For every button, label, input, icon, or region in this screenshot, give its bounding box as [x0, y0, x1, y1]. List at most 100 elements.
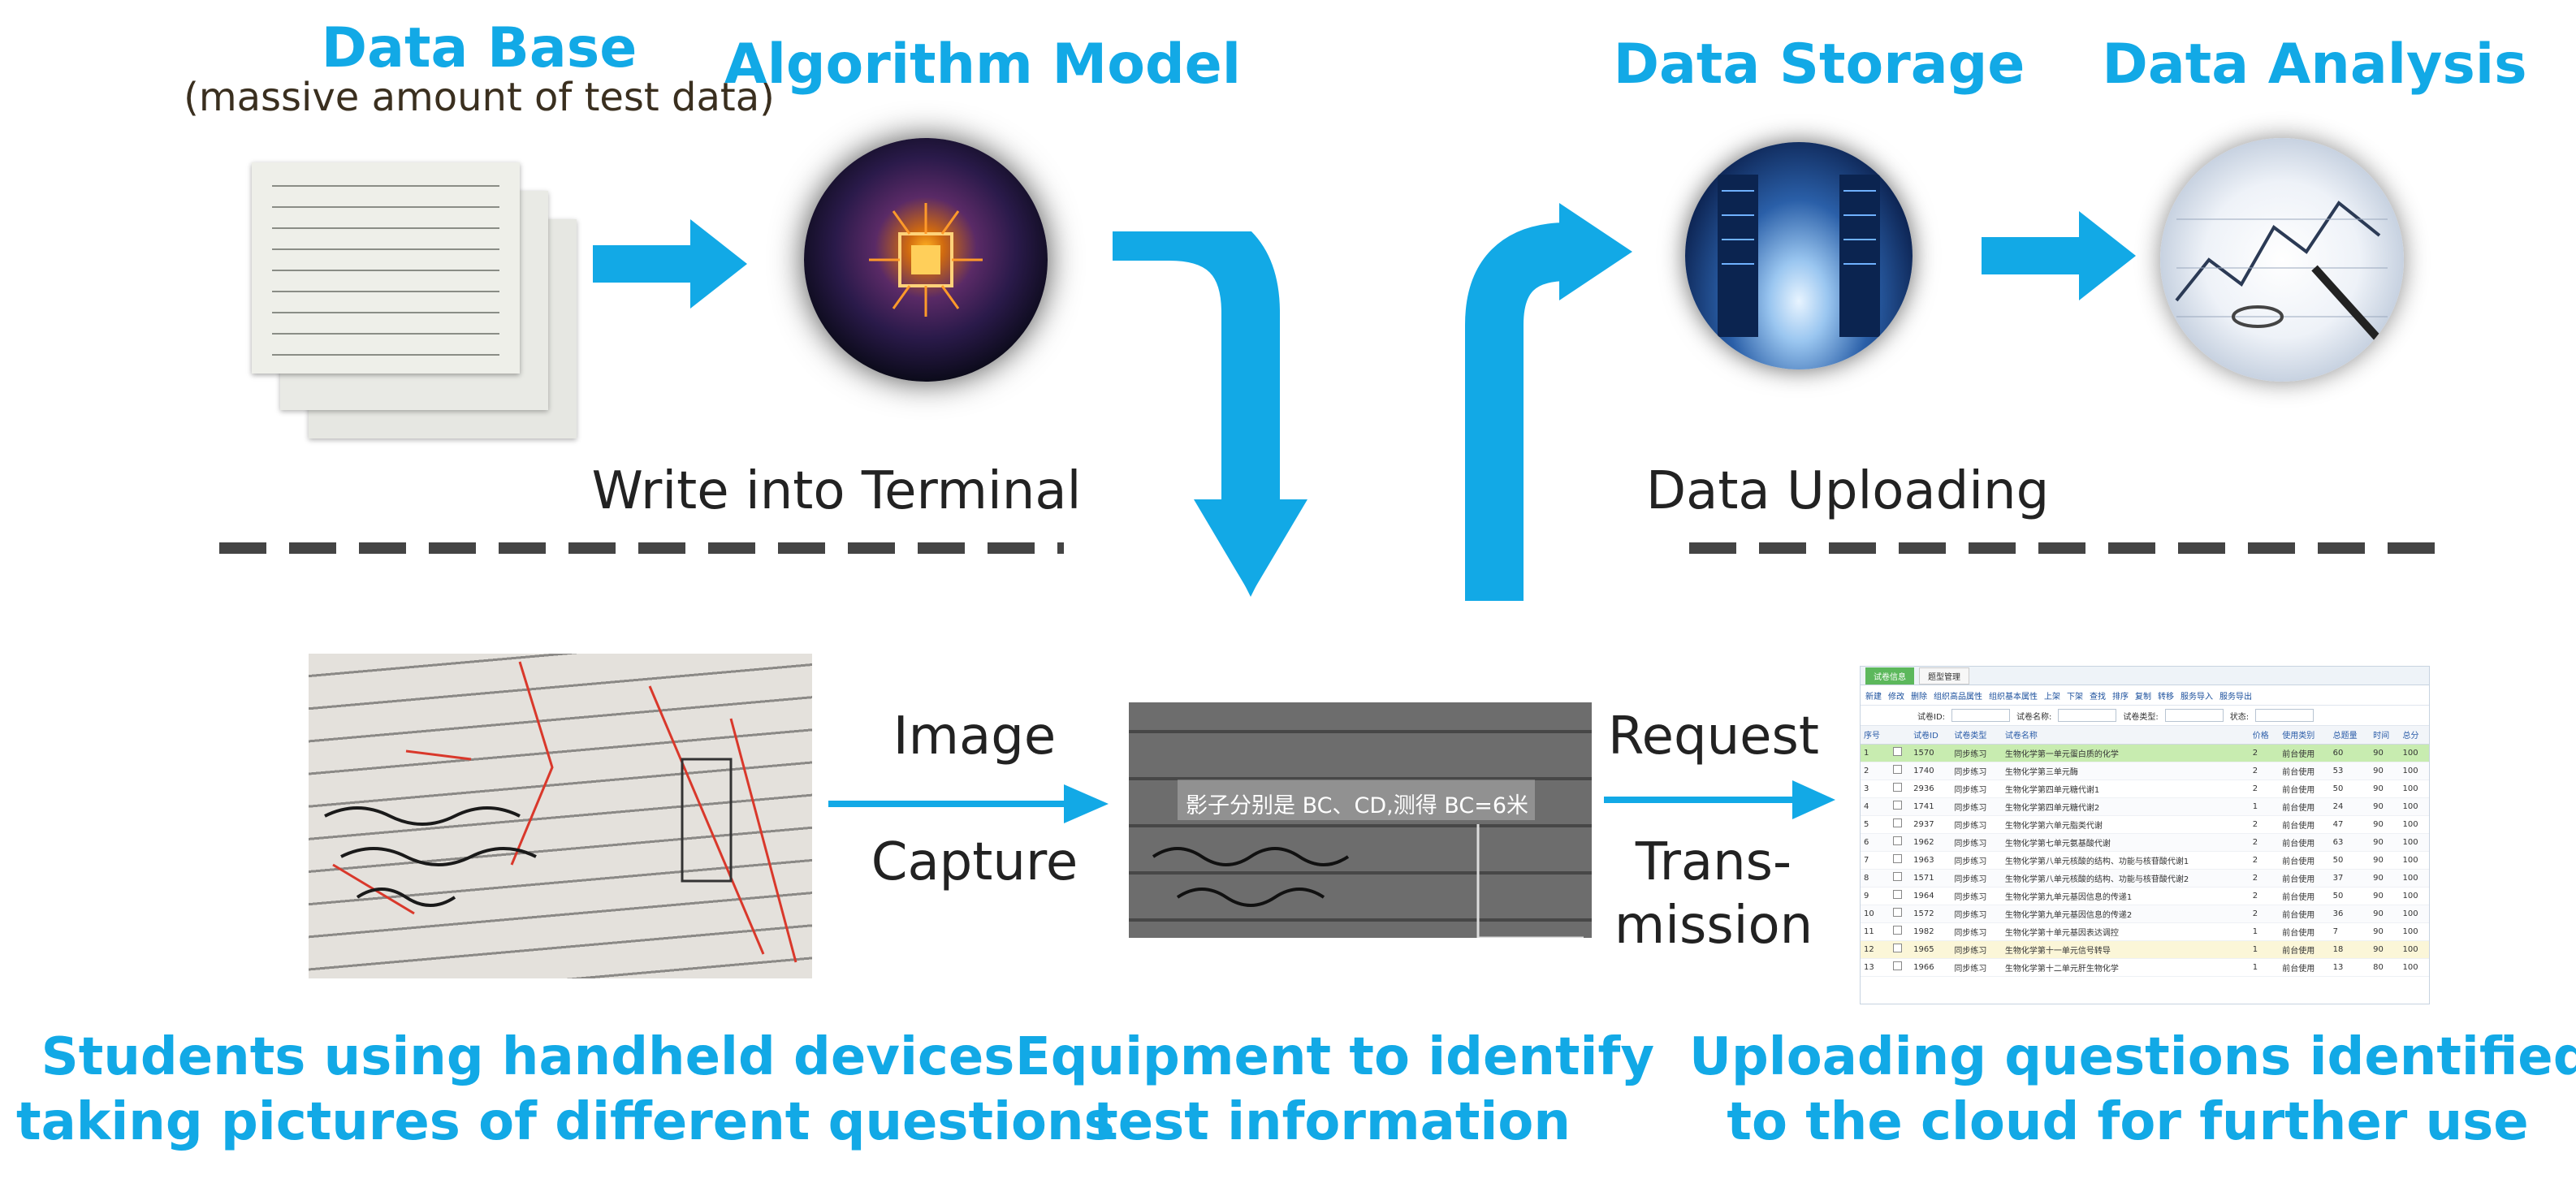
table-cell: 生物化学第六单元脂类代谢: [2001, 815, 2250, 834]
table-cell: 生物化学第三单元酶: [2001, 762, 2250, 780]
table-cell: 90: [2370, 744, 2400, 762]
column-header[interactable]: 序号: [1861, 726, 1891, 745]
table-cell: 100: [2399, 905, 2429, 923]
table-cell: 100: [2399, 922, 2429, 941]
toolbar-button[interactable]: 组织基本属性: [1989, 692, 2038, 702]
column-header[interactable]: [1890, 726, 1911, 745]
row-checkbox[interactable]: [1893, 890, 1903, 899]
toolbar-button[interactable]: 修改: [1888, 692, 1904, 702]
table-cell: 2: [2249, 851, 2280, 870]
table-cell: 生物化学第四单元糖代谢2: [2001, 797, 2250, 816]
handwritten-exam-photo: [309, 654, 812, 978]
question-table-window: 试卷信息 题型管理 新建修改删除组织高品属性组织基本属性上架下架查找排序复制转移…: [1860, 666, 2430, 1004]
device-ocr-screen: 影子分别是 BC、CD,测得 BC=6米: [1129, 702, 1592, 938]
row-checkbox[interactable]: [1893, 926, 1903, 935]
filter-input[interactable]: [2058, 709, 2117, 722]
table-cell: 2: [2249, 815, 2280, 834]
row-checkbox[interactable]: [1893, 783, 1903, 792]
table-cell: 90: [2370, 887, 2400, 905]
divider-right: [1689, 542, 2436, 554]
table-cell: 前台使用: [2279, 958, 2330, 977]
toolbar-button[interactable]: 新建: [1865, 692, 1882, 702]
toolbar-button[interactable]: 删除: [1911, 692, 1927, 702]
write-terminal-label: Write into Terminal: [591, 461, 1082, 521]
toolbar-button[interactable]: 下架: [2067, 692, 2083, 702]
column-header[interactable]: 试卷名称: [2001, 726, 2250, 745]
column-header[interactable]: 价格: [2249, 726, 2280, 745]
toolbar-button[interactable]: 排序: [2112, 692, 2129, 702]
column-header[interactable]: 总题量: [2329, 726, 2371, 745]
filter-input[interactable]: [2164, 709, 2224, 722]
table-cell: 10: [1861, 905, 1891, 923]
filter-input[interactable]: [2255, 709, 2315, 722]
table-cell: 90: [2370, 869, 2400, 888]
row-checkbox[interactable]: [1893, 908, 1903, 917]
table-cell: 50: [2329, 851, 2371, 870]
trans-label: Trans-: [1635, 832, 1792, 892]
filter-input[interactable]: [1951, 709, 2011, 722]
table-cell: 100: [2399, 958, 2429, 977]
table-cell: 同步练习: [1951, 940, 2002, 959]
table-cell: 8: [1861, 869, 1891, 888]
filter-label: 试卷类型:: [2123, 712, 2159, 722]
row-checkbox[interactable]: [1893, 801, 1903, 810]
row-checkbox[interactable]: [1893, 944, 1903, 952]
table-cell: 1964: [1910, 887, 1951, 905]
table-cell: 100: [2399, 744, 2429, 762]
toolbar-button[interactable]: 服务导入: [2181, 692, 2213, 702]
toolbar-button[interactable]: 复制: [2135, 692, 2151, 702]
row-checkbox[interactable]: [1893, 765, 1903, 774]
column-header[interactable]: 试卷类型: [1951, 726, 2002, 745]
capture-label: Capture: [871, 832, 1078, 892]
table-cell: 1963: [1910, 851, 1951, 870]
table-cell: 80: [2370, 958, 2400, 977]
column-header[interactable]: 时间: [2370, 726, 2400, 745]
table-cell: 前台使用: [2279, 887, 2330, 905]
table-cell: 生物化学第十一单元信号转导: [2001, 940, 2250, 959]
model-title: Algorithm Model: [724, 32, 1242, 97]
row-checkbox[interactable]: [1893, 961, 1903, 970]
table-cell: 7: [1861, 851, 1891, 870]
caption-students-line2: taking pictures of different questions: [16, 1092, 1115, 1152]
toolbar-button[interactable]: 转移: [2158, 692, 2174, 702]
table-cell: 生物化学第八单元核酸的结构、功能与核苷酸代谢2: [2001, 869, 2250, 888]
row-checkbox[interactable]: [1893, 818, 1903, 827]
table-cell: 1571: [1910, 869, 1951, 888]
column-header[interactable]: 试卷ID: [1910, 726, 1951, 745]
tab-question-types[interactable]: 题型管理: [1919, 667, 1969, 685]
table-cell: 同步练习: [1951, 744, 2002, 762]
toolbar-button[interactable]: 组织高品属性: [1934, 692, 1982, 702]
column-header[interactable]: 总分: [2399, 726, 2429, 745]
row-checkbox[interactable]: [1893, 854, 1903, 863]
table-cell: 前台使用: [2279, 922, 2330, 941]
row-checkbox[interactable]: [1893, 872, 1903, 881]
table-cell: 100: [2399, 833, 2429, 852]
column-header[interactable]: 使用类别: [2279, 726, 2330, 745]
toolbar-button[interactable]: 服务导出: [2219, 692, 2252, 702]
table-cell: 90: [2370, 780, 2400, 798]
row-checkbox[interactable]: [1893, 836, 1903, 845]
table-cell: 前台使用: [2279, 744, 2330, 762]
caption-uploading-line1: Uploading questions identified: [1689, 1027, 2576, 1087]
table-cell: 24: [2329, 797, 2371, 816]
toolbar-button[interactable]: 查找: [2090, 692, 2106, 702]
toolbar-button[interactable]: 上架: [2044, 692, 2060, 702]
row-checkbox[interactable]: [1893, 747, 1903, 756]
table-cell: 2: [2249, 887, 2280, 905]
table-cell: 2: [2249, 780, 2280, 798]
tab-exam-info[interactable]: 试卷信息: [1865, 667, 1914, 685]
table-cell: 100: [2399, 869, 2429, 888]
